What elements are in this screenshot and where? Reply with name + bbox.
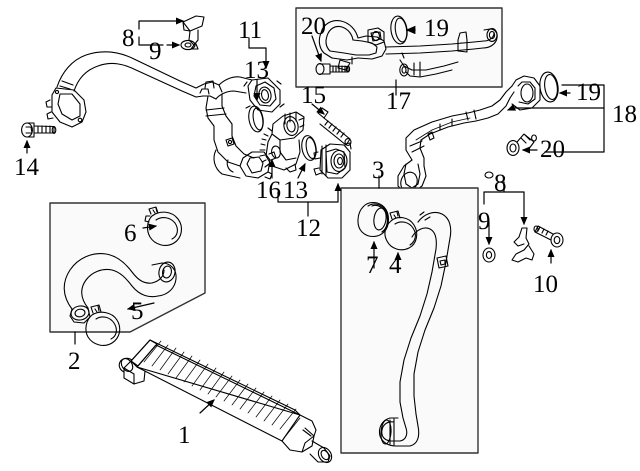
charge-air-pipe <box>378 211 452 447</box>
callout-18: 18 <box>612 101 637 128</box>
callout-12: 12 <box>296 215 321 242</box>
clamp-5 <box>85 304 121 346</box>
bolt-20-inset <box>315 63 351 75</box>
callout-17: 17 <box>386 88 411 115</box>
callout-7: 7 <box>366 252 379 279</box>
o-ring-13-lower <box>301 135 317 161</box>
callout-8-top-left: 8 <box>122 25 135 52</box>
intercooler <box>118 339 333 464</box>
grommet-ring-small <box>484 171 494 179</box>
callout-20-right: 20 <box>540 136 565 163</box>
clamp-6 <box>144 206 183 246</box>
bolt-20-right <box>506 133 537 156</box>
inset-box-2 <box>49 202 206 333</box>
callout-20-inset: 20 <box>301 13 326 40</box>
callout-19-inset: 19 <box>424 15 449 42</box>
callout-5: 5 <box>131 298 144 325</box>
turbo-outlet-pipe <box>45 51 285 180</box>
callout-6: 6 <box>124 220 137 247</box>
charge-air-cooler-housing <box>259 111 305 173</box>
callout-11: 11 <box>238 17 263 44</box>
callout-13-upper: 13 <box>244 57 269 84</box>
callout-1: 1 <box>178 422 191 449</box>
bolt-10 <box>533 225 564 248</box>
clamp-4 <box>384 210 418 251</box>
bracket-8-right <box>511 227 535 263</box>
callout-14: 14 <box>14 154 39 181</box>
callout-10: 10 <box>533 271 558 298</box>
callout-8-right: 8 <box>494 170 507 197</box>
coolant-hose-assembly <box>63 253 177 324</box>
seal-19-right <box>539 71 559 103</box>
o-ring-13-upper <box>248 105 264 133</box>
callout-16: 16 <box>256 177 281 204</box>
throttle-body-12 <box>313 142 352 179</box>
callout-15: 15 <box>301 82 326 109</box>
callout-19-right: 19 <box>576 79 601 106</box>
grommet-9-right <box>482 247 496 263</box>
air-duct-18 <box>397 75 541 193</box>
callout-9-top-left: 9 <box>149 38 162 65</box>
callout-9-right: 9 <box>478 208 491 235</box>
callout-4: 4 <box>389 252 402 279</box>
bracket-8-top <box>182 15 205 50</box>
callout-3: 3 <box>372 157 385 184</box>
callout-2: 2 <box>68 348 81 375</box>
callout-13-lower: 13 <box>283 177 308 204</box>
inset-box-3 <box>340 187 479 454</box>
leader-lines <box>23 17 605 414</box>
grommet-9-top <box>180 39 196 51</box>
bolt-14 <box>21 122 57 138</box>
coolant-pipe-assembly <box>318 20 498 78</box>
